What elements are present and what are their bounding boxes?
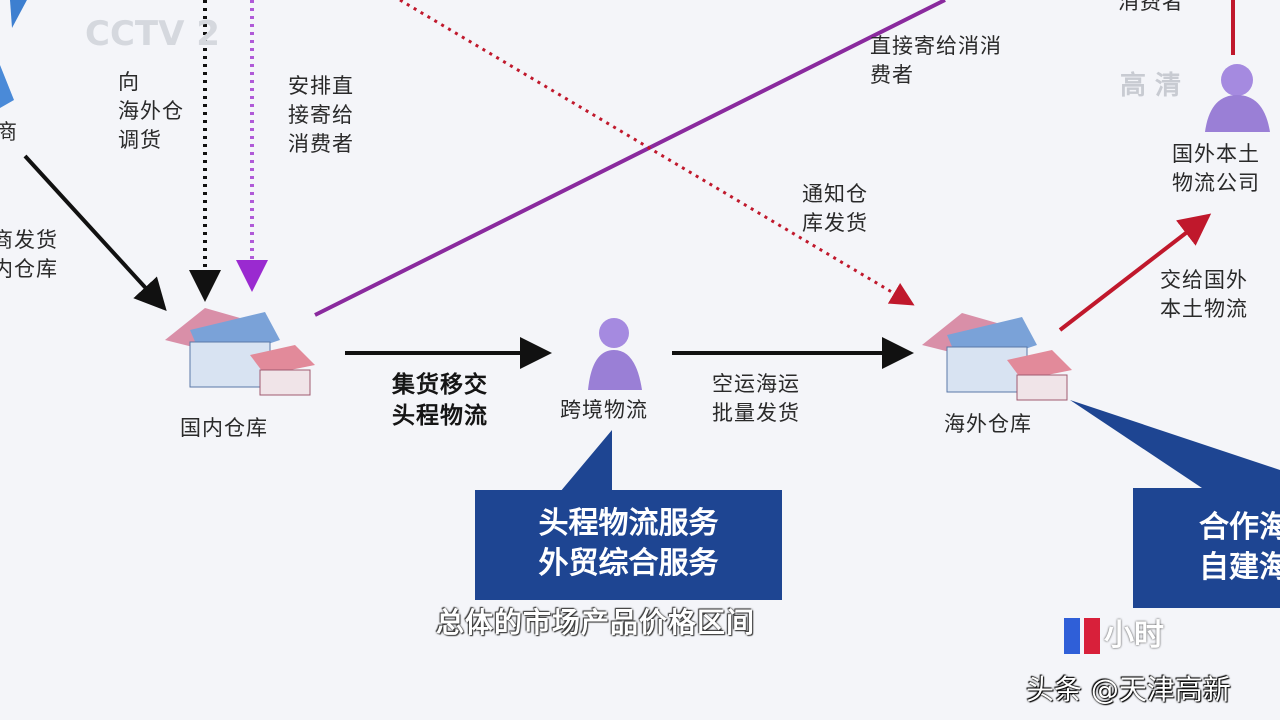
callout-tail (1070, 400, 1280, 490)
program-logo: 小时 (1064, 618, 1164, 654)
arrow-dotted-notify (399, 0, 915, 306)
edge-label-notify: 通知仓 库发货 (802, 182, 868, 235)
edge-label-air-sea: 空运海运 批量发货 (712, 372, 800, 425)
edge-label-transfer: 向 海外仓 调货 (118, 70, 184, 152)
supplier-icon (0, 0, 27, 108)
hd-badge: 高 清 (1120, 71, 1182, 101)
arrow-supplier-to-domestic (23, 154, 167, 311)
cctv-logo: CCTV 2 (85, 14, 220, 54)
edge-label-hand-to-foreign: 交给国外 本土物流 (1160, 268, 1248, 321)
warehouse-icon (922, 313, 1072, 401)
node-supplier-label: 商 (0, 120, 18, 144)
node-cross-border: 跨境物流 (560, 398, 648, 422)
edge-label-consolidate: 集货移交 头程物流 (392, 372, 488, 429)
arrow-hand-to-foreign (1058, 213, 1212, 332)
edge-label-supplier: 商发货 内仓库 (0, 228, 58, 281)
watermark: 头条 @天津高新 (1026, 673, 1231, 706)
video-subtitle: 总体的市场产品价格区间 (436, 606, 756, 639)
node-foreign-logistics: 国外本土 物流公司 (1172, 142, 1260, 195)
node-overseas-warehouse: 海外仓库 (944, 412, 1032, 436)
callout-first-leg: 头程物流服务 外贸综合服务 (475, 490, 782, 600)
person-icon (1205, 64, 1270, 132)
edge-label-direct-consumer: 直接寄给消消 费者 (870, 34, 1002, 87)
edge-label-arrange-direct: 安排直 接寄给 消费者 (288, 74, 354, 156)
node-domestic-warehouse: 国内仓库 (180, 416, 268, 440)
line-direct-to-consumer (314, 0, 946, 317)
person-icon (588, 318, 642, 390)
edge-label-consumer: 消费者 (1118, 0, 1184, 14)
warehouse-icon (165, 308, 315, 396)
callout-right: 合作海 自建海 (1133, 488, 1280, 608)
callout-tail (560, 430, 612, 492)
